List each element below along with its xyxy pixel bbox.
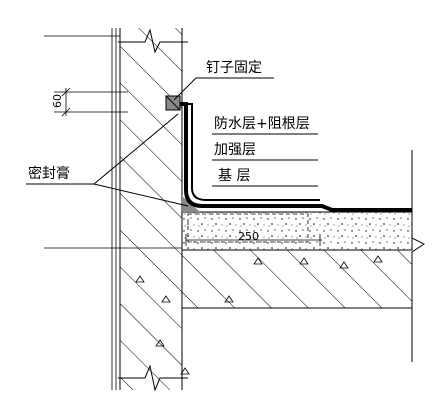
- dimension-250-text: 250: [238, 230, 259, 243]
- wall-finish-lines: [44, 28, 182, 390]
- leader-lines: [26, 77, 318, 207]
- label-sealant: 密封膏: [28, 165, 70, 182]
- label-nail-fix: 钉子固定: [206, 60, 262, 76]
- nail-fix-block: [165, 95, 181, 111]
- label-waterproof-root: 防水层+阻根层: [214, 116, 310, 132]
- label-base: 基 层: [218, 167, 250, 184]
- brick-wall: [118, 28, 188, 392]
- dimension-60-text: 60: [51, 94, 64, 108]
- dimension-60: 60: [51, 87, 128, 117]
- screed-layer: [181, 211, 413, 251]
- structural-slab: [135, 150, 425, 390]
- waterproof-membrane: [172, 102, 412, 212]
- dimension-250: 250: [185, 230, 322, 246]
- label-reinforce: 加强层: [214, 142, 256, 158]
